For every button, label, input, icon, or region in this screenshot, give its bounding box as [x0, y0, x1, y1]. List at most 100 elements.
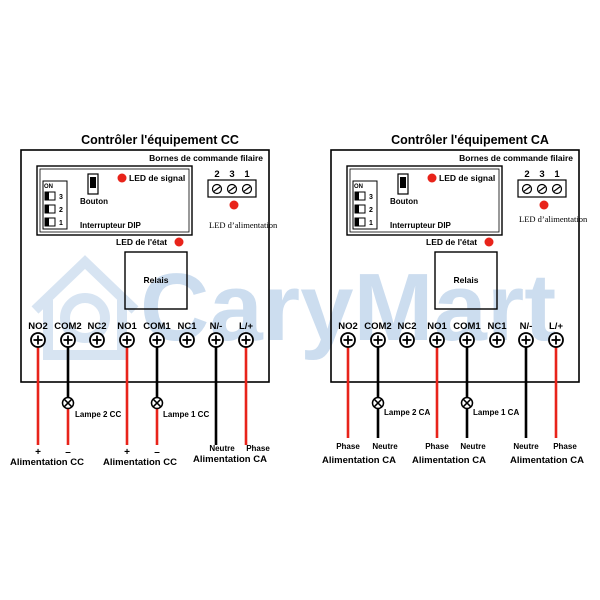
signal-led — [117, 173, 127, 183]
dip-switch[interactable]: ON 3 2 1 — [42, 180, 68, 230]
house-logo-icon — [31, 255, 139, 360]
svg-text:1: 1 — [244, 169, 250, 180]
svg-text:NO2: NO2 — [338, 321, 358, 332]
power-led — [539, 200, 549, 210]
svg-text:Alimentation CA: Alimentation CA — [510, 455, 584, 466]
status-led — [484, 237, 494, 247]
lamp-label: Lampe 2 CA — [384, 408, 430, 417]
control-module-box — [36, 165, 193, 236]
svg-text:1: 1 — [554, 169, 560, 180]
power-led-label: LED d’alimentation — [209, 220, 278, 230]
power-led-label: LED d’alimentation — [519, 214, 588, 224]
svg-text:NO1: NO1 — [117, 321, 137, 332]
svg-text:NC2: NC2 — [397, 321, 416, 332]
wired-terminals-label: Bornes de commande filaire — [149, 153, 263, 163]
signal-led-label: LED de signal — [439, 173, 495, 183]
svg-text:3: 3 — [539, 169, 544, 180]
status-led-label: LED de l'état — [426, 237, 477, 247]
relay-box — [124, 251, 188, 310]
svg-text:NO1: NO1 — [427, 321, 447, 332]
svg-text:Alimentation CA: Alimentation CA — [193, 454, 267, 465]
svg-text:Neutre: Neutre — [513, 442, 539, 451]
dip-switch[interactable]: ON 3 2 1 — [352, 180, 378, 230]
dip-on-label: ON — [354, 184, 363, 190]
signal-led-label: LED de signal — [129, 173, 185, 183]
wire-end-labels: Phase Neutre Phase Neutre Neutre Phase — [336, 442, 577, 451]
svg-text:COM1: COM1 — [453, 321, 481, 332]
dip-number: 3 — [369, 194, 373, 201]
signal-led — [427, 173, 437, 183]
lamp-icon — [460, 396, 474, 410]
supply-labels: Alimentation CC Alimentation CC Alimenta… — [10, 454, 267, 468]
dip-number: 2 — [369, 207, 373, 214]
svg-text:Phase: Phase — [246, 444, 270, 453]
svg-text:COM2: COM2 — [364, 321, 391, 332]
panel-title: Contrôler l'équipement CC — [81, 133, 239, 147]
svg-text:L/+: L/+ — [239, 321, 253, 332]
svg-text:L/+: L/+ — [549, 321, 563, 332]
device-board — [20, 149, 270, 383]
svg-text:Neutre: Neutre — [372, 442, 398, 451]
wire-end-labels: + – + – Neutre Phase — [35, 444, 270, 458]
wires — [346, 340, 558, 438]
dip-on-label: ON — [44, 184, 53, 190]
svg-text:2: 2 — [524, 169, 529, 180]
dip-number: 3 — [59, 194, 63, 201]
panel-ac: Contrôler l'équipement CA Bornes de comm… — [322, 133, 588, 466]
svg-text:3: 3 — [229, 169, 234, 180]
button-label: Bouton — [80, 197, 108, 206]
svg-text:COM1: COM1 — [143, 321, 171, 332]
device-board — [330, 149, 580, 383]
svg-text:NC1: NC1 — [177, 321, 197, 332]
svg-text:Alimentation CC: Alimentation CC — [103, 457, 177, 468]
svg-text:+: + — [35, 447, 41, 458]
dip-label: Interrupteur DIP — [390, 221, 452, 230]
push-button[interactable] — [397, 173, 409, 195]
svg-text:Phase: Phase — [425, 442, 449, 451]
lamp-label: Lampe 1 CC — [163, 410, 209, 419]
power-led — [229, 200, 239, 210]
push-button[interactable] — [87, 173, 99, 195]
svg-text:NC2: NC2 — [87, 321, 106, 332]
dip-number: 2 — [59, 207, 63, 214]
svg-text:2: 2 — [214, 169, 219, 180]
svg-text:Alimentation CA: Alimentation CA — [412, 455, 486, 466]
dip-label: Interrupteur DIP — [80, 221, 142, 230]
svg-text:NO2: NO2 — [28, 321, 48, 332]
lamp-label: Lampe 1 CA — [473, 408, 519, 417]
svg-text:Phase: Phase — [336, 442, 360, 451]
output-terminal-labels: NO2 COM2 NC2 NO1 COM1 NC1 N/- L/+ — [338, 321, 563, 332]
watermark: CaryMart — [31, 254, 556, 361]
svg-text:Alimentation CA: Alimentation CA — [322, 455, 396, 466]
supply-labels: Alimentation CA Alimentation CA Alimenta… — [322, 455, 584, 466]
wired-terminal-block: 2 3 1 — [517, 169, 567, 198]
wired-terminal-block: 2 3 1 — [207, 169, 257, 198]
lamp-icon — [150, 396, 164, 410]
svg-text:NC1: NC1 — [487, 321, 507, 332]
relay-label: Relais — [453, 275, 478, 285]
svg-text:N/-: N/- — [210, 321, 223, 332]
control-module-box — [346, 165, 503, 236]
output-terminal-labels: NO2 COM2 NC2 NO1 COM1 NC1 N/- L/+ — [28, 321, 253, 332]
svg-text:Phase: Phase — [553, 442, 577, 451]
panel-dc: Contrôler l'équipement CC Bornes de comm… — [10, 133, 278, 468]
svg-text:Neutre: Neutre — [209, 444, 235, 453]
lamp-icon — [61, 396, 75, 410]
relay-box — [434, 251, 498, 310]
svg-text:Alimentation CC: Alimentation CC — [10, 457, 84, 468]
svg-text:+: + — [124, 447, 130, 458]
status-led — [174, 237, 184, 247]
button-label: Bouton — [390, 197, 418, 206]
status-led-label: LED de l'état — [116, 237, 167, 247]
svg-text:COM2: COM2 — [54, 321, 81, 332]
svg-text:–: – — [65, 447, 71, 458]
lamp-icon — [371, 396, 385, 410]
wires — [36, 340, 248, 445]
svg-text:N/-: N/- — [520, 321, 533, 332]
svg-text:Neutre: Neutre — [460, 442, 486, 451]
svg-text:–: – — [154, 447, 160, 458]
wired-terminals-label: Bornes de commande filaire — [459, 153, 573, 163]
relay-label: Relais — [143, 275, 168, 285]
lamp-label: Lampe 2 CC — [75, 410, 121, 419]
